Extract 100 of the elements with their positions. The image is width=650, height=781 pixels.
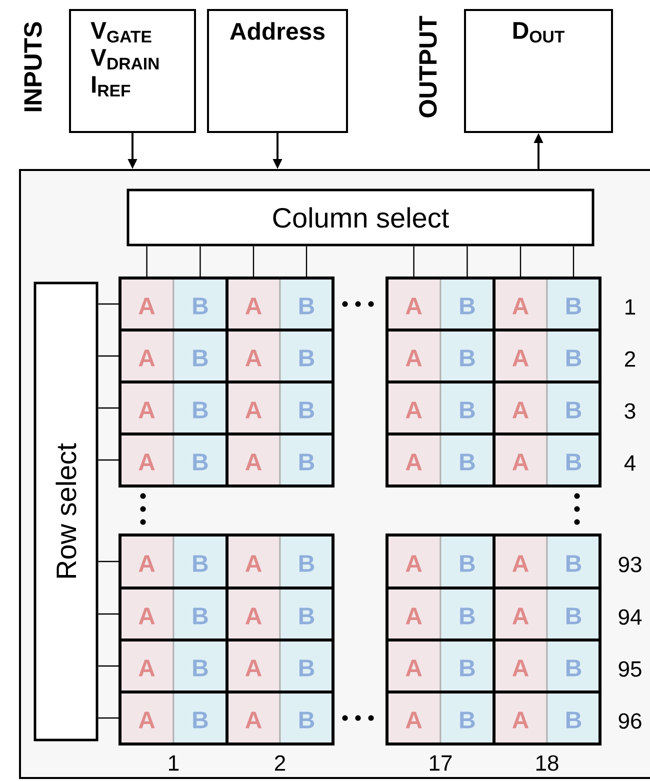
cell-letter: B [299,712,314,728]
select-line [98,717,118,719]
group-heading: INPUTS [24,22,42,112]
select-line [98,407,118,409]
signal-box: V$_{GATE}$ V$_{DRAIN}$ I$_{REF}$ [69,8,196,133]
cell-letter: A [406,712,422,728]
cell-half [440,381,495,435]
select-line [98,560,118,562]
cell-letter: A [245,402,262,418]
cell-letter: B [193,660,208,676]
cell-letter: B [193,298,208,314]
cell-letter: B [460,608,475,624]
cell-letter: B [460,402,475,418]
cell-letter: A [138,298,155,314]
cell-letter: A [406,608,422,624]
memory-cell [118,328,228,384]
cell-letter: B [566,712,582,728]
cell-letter: B [460,712,475,728]
cell-letter: A [406,660,422,676]
cell-half [226,381,281,435]
cell-letter: A [512,298,529,314]
cell-letter: B [566,402,582,418]
select-line [200,246,201,278]
cell-letter: A [138,454,155,470]
cell-half [440,691,495,745]
select-line [466,246,468,278]
cell-letter: B [460,454,475,470]
cell-half [172,277,228,331]
cell-half [279,534,334,589]
cell-letter: B [193,712,208,728]
cell-half [172,587,228,641]
row-number: 95 [618,661,642,677]
cell-half [546,691,601,745]
select-line [413,246,414,278]
memory-cell [226,586,334,642]
cell-half [546,329,601,383]
cell-letter: B [299,298,314,314]
select-line [146,246,148,278]
select-line [98,355,118,357]
cell-half [226,639,281,693]
cell-half [279,691,334,745]
cell-half [279,587,334,641]
memory-cell [492,638,602,694]
cell-letter: B [566,555,582,572]
memory-cell [226,690,334,746]
row-number: 93 [618,556,642,572]
cell-letter: B [566,350,582,366]
cell-letter: B [460,298,475,314]
memory-cell [492,534,602,590]
cell-letter: B [299,660,314,676]
cell-half [172,691,228,745]
cell-half [440,433,495,487]
memory-cell [492,432,602,488]
memory-cell [492,586,602,642]
cell-half [279,329,334,383]
cell-letter: A [245,712,262,728]
cell-letter: A [138,350,155,366]
cell-half [440,639,495,693]
cell-half [493,433,548,487]
row-select-box: Row select [34,282,98,742]
cell-half [279,381,334,435]
cell-letter: B [460,660,475,676]
cell-letter: A [512,555,529,572]
cell-letter: A [512,350,529,366]
cell-letter: B [299,454,314,470]
cell-letter: A [138,608,155,624]
cell-letter: A [512,402,529,418]
cell-half [440,329,495,383]
memory-cell [118,380,228,436]
column-number: 17 [430,755,452,771]
cell-half [493,277,548,331]
cell-letter: B [193,402,208,418]
cell-letter: B [566,660,582,676]
memory-cell [386,690,496,746]
cell-half [279,639,334,693]
cell-half [493,329,548,383]
cell-letter: B [299,608,314,624]
cell-letter: A [245,555,262,572]
memory-cell [226,432,334,488]
cell-letter: A [512,660,529,676]
column-number: 2 [275,755,286,771]
cell-half [172,534,228,589]
cell-half [546,433,601,487]
cell-letter: A [245,298,262,314]
cell-letter: A [512,608,529,624]
cell-half [546,639,601,693]
cell-letter: A [245,608,262,624]
cell-letter: A [138,660,155,676]
cell-letter: B [460,350,475,366]
memory-cell [226,276,334,332]
memory-cell [118,638,228,694]
memory-cell [386,638,496,694]
cell-letter: A [406,555,422,572]
cell-letter: B [460,555,475,572]
cell-letter: B [193,608,208,624]
memory-cell [386,328,496,384]
cell-half [546,534,601,589]
cell-letter: A [245,454,262,470]
cell-half [279,433,334,487]
cell-half [172,329,228,383]
